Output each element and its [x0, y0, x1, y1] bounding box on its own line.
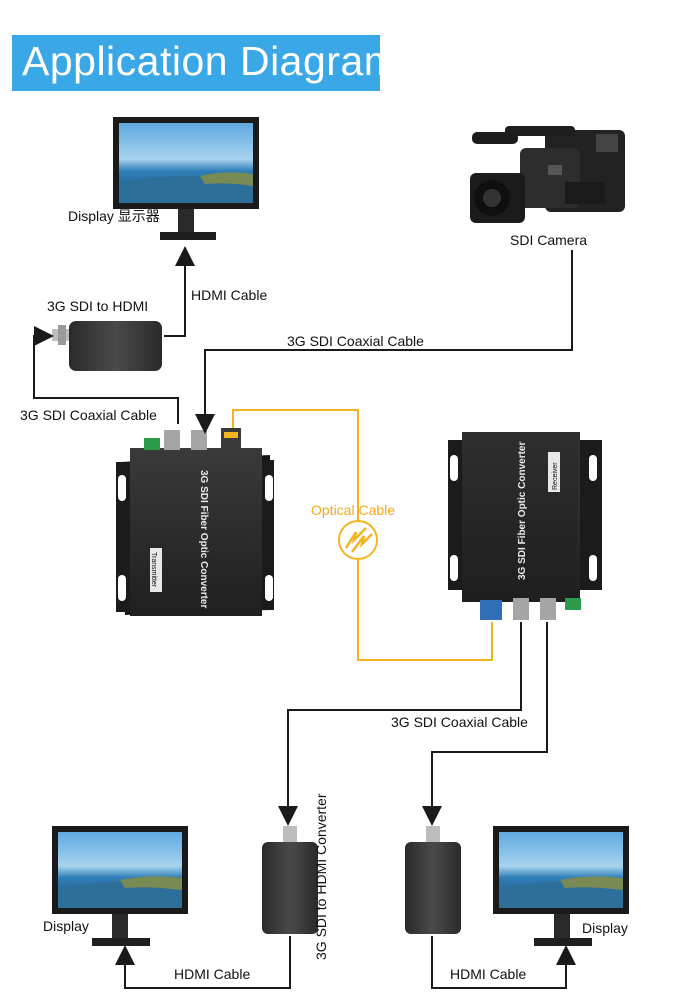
coax-receiver-right-line: [422, 622, 548, 826]
top-display-monitor-icon: [113, 117, 259, 240]
receiver-name-text: 3G SDI Fiber Optic Converter: [517, 442, 528, 580]
receiver-tag-text: Receiver: [552, 462, 559, 490]
top-sdi-hdmi-converter-icon: [52, 321, 162, 371]
sdi-camera-icon: [470, 126, 625, 223]
receiver-fiber-optic-converter-icon: [448, 432, 602, 620]
hdmi-cable-bottom-right-line: [431, 936, 576, 989]
coax-camera-line: [195, 250, 573, 434]
hdmi-cable-bottom-left-line: [115, 936, 291, 989]
transmitter-tag-text: Transmitter: [150, 552, 157, 588]
coax-camera-label: 3G SDI Coaxial Cable: [287, 333, 424, 349]
optical-cable-label: Optical Cable: [311, 502, 396, 518]
hdmi-cable-bottom-right-label: HDMI Cable: [450, 966, 527, 982]
bottom-left-display-monitor-icon: [52, 826, 188, 946]
display-bottom-right-label: Display: [582, 920, 628, 936]
sdi-to-hdmi-top-label: 3G SDI to HDMI: [47, 298, 149, 314]
transmitter-name-text: 3G SDI Fiber Optic Converter: [198, 470, 209, 608]
transmitter-fiber-optic-converter-icon: [116, 428, 274, 616]
title-banner: [12, 35, 380, 91]
bottom-right-display-monitor-icon: [493, 826, 629, 946]
bottom-right-sdi-hdmi-converter-icon: [405, 826, 461, 934]
hdmi-cable-top-label: HDMI Cable: [191, 287, 268, 303]
converter-vertical-label: 3G SDI to HDMI Converter: [313, 793, 329, 960]
hdmi-cable-bottom-left-label: HDMI Cable: [174, 966, 251, 982]
display-top-label: Display 显示器: [68, 208, 160, 224]
optical-signal-icon: [338, 520, 378, 560]
display-bottom-left-label: Display: [43, 918, 89, 934]
diagram-title: Application Diagram: [22, 38, 399, 84]
sdi-camera-label: SDI Camera: [510, 232, 588, 248]
coax-left-label: 3G SDI Coaxial Cable: [20, 407, 157, 423]
bottom-left-sdi-hdmi-converter-icon: [262, 826, 318, 934]
coax-receiver-label: 3G SDI Coaxial Cable: [391, 714, 528, 730]
hdmi-cable-top-line: [164, 246, 195, 337]
coax-left-line: [33, 326, 179, 424]
cable-lines: [33, 246, 576, 989]
coax-receiver-left-line: [278, 622, 522, 826]
